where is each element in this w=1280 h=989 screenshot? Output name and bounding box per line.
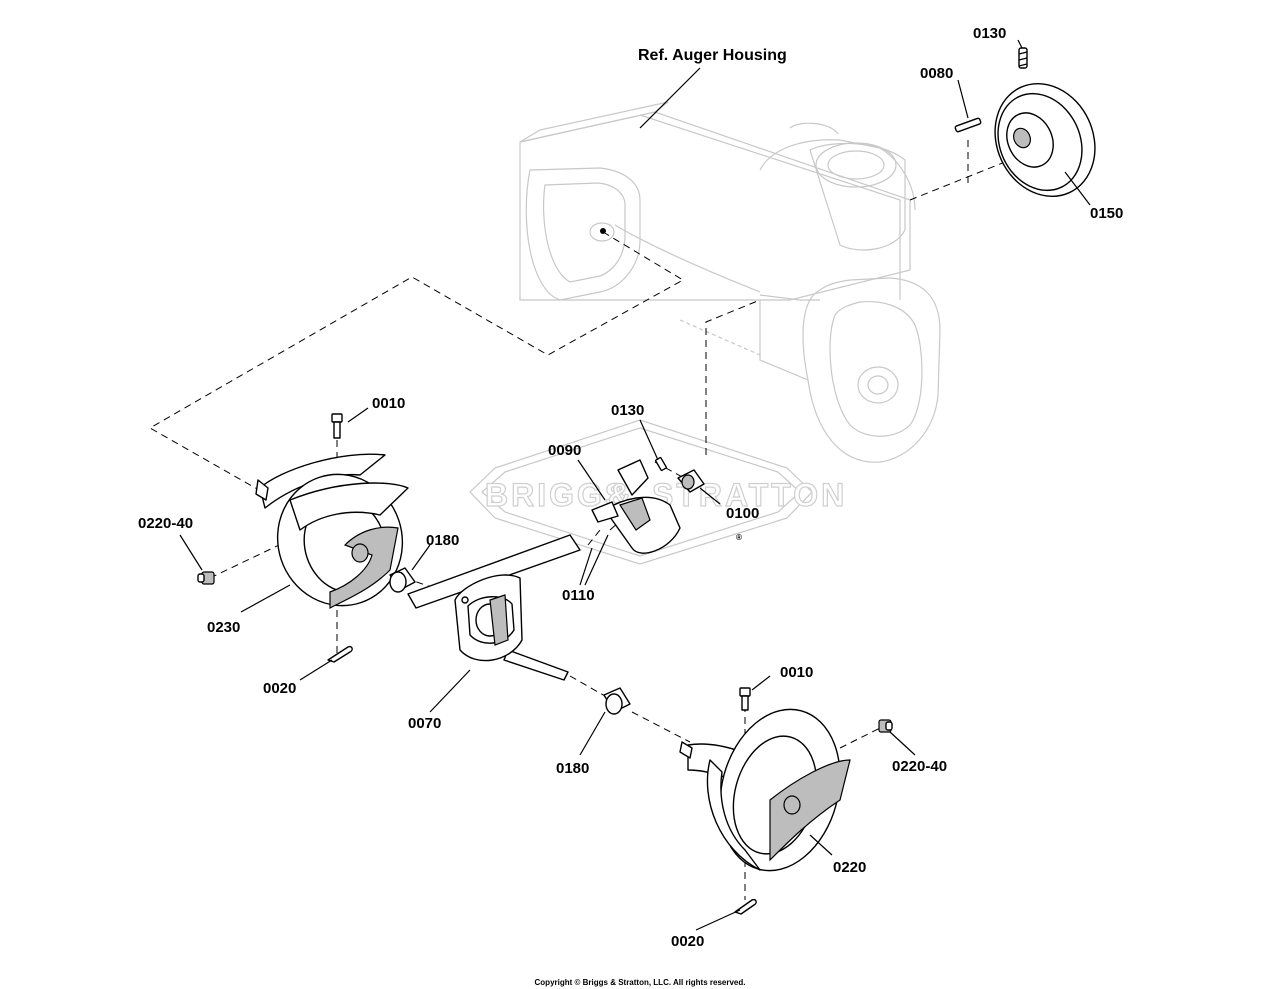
grease-fitting-left	[197, 571, 215, 585]
callout-0100: 0100	[726, 505, 759, 522]
key-part	[954, 117, 982, 133]
left-auger-part	[255, 453, 409, 609]
chute-bracket-part	[591, 459, 681, 554]
callout-0010-left: 0010	[372, 395, 405, 412]
clip-pin-right	[734, 898, 757, 915]
auger-housing-ghost	[519, 101, 941, 463]
bearing-flange-part	[677, 469, 705, 493]
clip-pin-left	[327, 645, 353, 663]
callout-0130-top: 0130	[973, 25, 1006, 42]
bushing-left	[389, 567, 416, 593]
set-screw-top	[1018, 47, 1028, 69]
right-auger-part	[679, 708, 851, 872]
callout-0230: 0230	[207, 619, 240, 636]
pulley-part	[994, 82, 1096, 198]
ref-auger-housing-label: Ref. Auger Housing	[638, 47, 787, 64]
callout-0020-right: 0020	[671, 933, 704, 950]
assembly-lines	[148, 140, 1011, 900]
bushing-right	[603, 687, 631, 715]
callout-0180-right: 0180	[556, 760, 589, 777]
callout-0070: 0070	[408, 715, 441, 732]
gearbox-shaft-part	[407, 534, 581, 681]
watermark-reg-mark: ®	[736, 533, 742, 542]
callout-0180-left: 0180	[426, 532, 459, 549]
callout-0220-40-left: 0220-40	[138, 515, 193, 532]
callout-leaders	[179, 39, 1091, 931]
callout-0080: 0080	[920, 65, 953, 82]
callout-0220: 0220	[833, 859, 866, 876]
watermark-left-text: BRIGGS	[485, 477, 629, 513]
bolt-left	[331, 413, 343, 439]
callout-0130-mid: 0130	[611, 402, 644, 419]
auger-housing-reference: Ref. Auger Housing	[638, 47, 787, 129]
callout-0220-40-right: 0220-40	[892, 758, 947, 775]
callout-0010-right: 0010	[780, 664, 813, 681]
callout-0110: 0110	[562, 587, 595, 604]
bolt-right	[739, 687, 751, 711]
callout-0090: 0090	[548, 442, 581, 459]
callout-0150: 0150	[1090, 205, 1123, 222]
copyright-text: Copyright © Briggs & Stratton, LLC. All …	[535, 978, 746, 987]
grease-fitting-right	[878, 719, 893, 733]
callout-0020-left: 0020	[263, 680, 296, 697]
callout-labels: 0130 0080 0150 0010 0130 0090 0100 0220-…	[138, 25, 1123, 950]
